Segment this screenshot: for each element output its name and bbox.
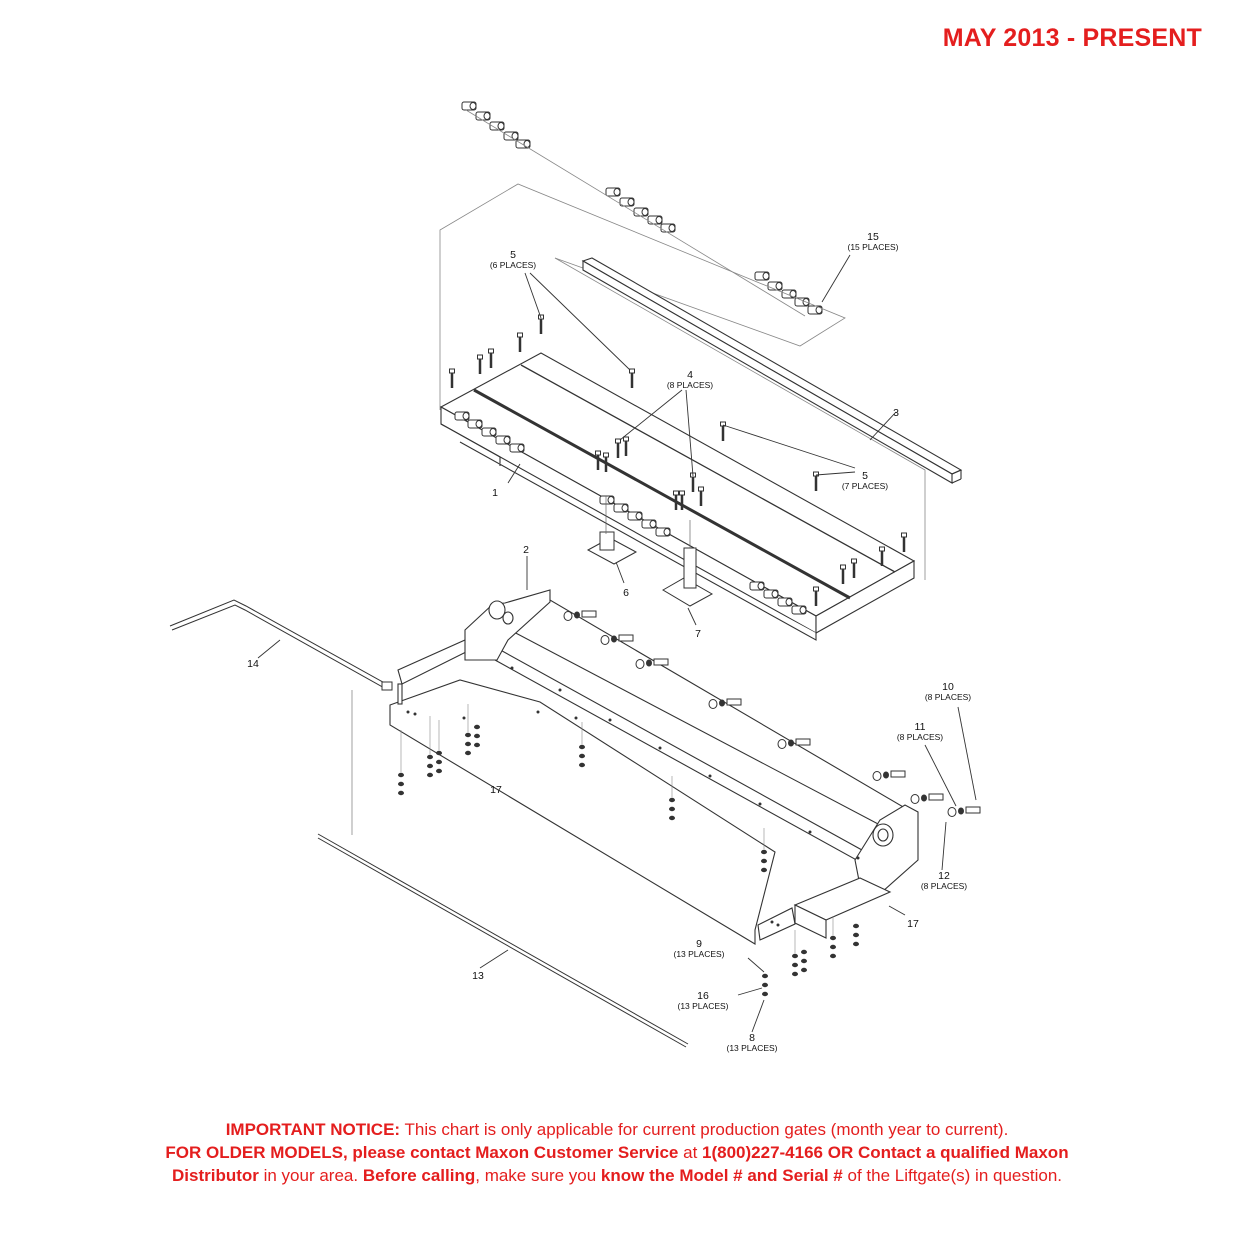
callout-qty: (8 PLACES): [667, 380, 713, 390]
callout-qty: (6 PLACES): [490, 260, 536, 270]
date-range-heading: MAY 2013 - PRESENT: [942, 24, 1202, 52]
callout-qty: (13 PLACES): [726, 1043, 777, 1053]
callout-qty: (8 PLACES): [925, 692, 971, 702]
callout-num: 12: [938, 870, 950, 882]
callout-labels: 5 (6 PLACES) 15 (15 PLACES) 4 (8 PLACES)…: [247, 231, 971, 1053]
notice-older-models: FOR OLDER MODELS, please contact Maxon C…: [165, 1143, 679, 1162]
callout-num: 4: [687, 369, 693, 381]
long-rod: [317, 833, 689, 1048]
side-bar: [581, 257, 963, 484]
leader-lines: [257, 254, 977, 1033]
notice-line-3: Distributor in your area. Before calling…: [0, 1164, 1234, 1187]
notice-distributor: Distributor: [171, 1166, 259, 1185]
notice-line-2: FOR OLDER MODELS, please contact Maxon C…: [0, 1141, 1234, 1164]
callout-num: 5: [862, 470, 868, 482]
callout-qty: (13 PLACES): [673, 949, 724, 959]
notice-text: , make sure you: [475, 1166, 601, 1185]
callout-num: 16: [697, 990, 709, 1002]
callout-num: 17: [490, 784, 502, 796]
callout-num: 13: [472, 970, 484, 982]
callout-num: 8: [749, 1032, 755, 1044]
callout-qty: (15 PLACES): [847, 242, 898, 252]
notice-text: This chart is only applicable for curren…: [400, 1120, 1009, 1139]
callout-num: 1: [492, 487, 498, 499]
frame-stems: [400, 704, 834, 953]
callout-num: 15: [867, 231, 879, 243]
callout-num: 10: [942, 681, 954, 693]
callout-qty: (13 PLACES): [677, 1001, 728, 1011]
notice-text: of the Liftgate(s) in question.: [842, 1166, 1063, 1185]
callout-qty: (8 PLACES): [921, 881, 967, 891]
callout-num: 11: [915, 721, 926, 733]
callout-num: 5: [510, 249, 516, 261]
callout-num: 7: [695, 628, 701, 640]
callout-qty: (8 PLACES): [897, 732, 943, 742]
callout-num: 2: [523, 544, 529, 556]
brackets: [586, 496, 714, 607]
notice-model-serial: know the Model # and Serial #: [600, 1166, 843, 1185]
notice-line-1: IMPORTANT NOTICE: This chart is only app…: [0, 1118, 1234, 1141]
important-notice: IMPORTANT NOTICE: This chart is only app…: [0, 1118, 1234, 1187]
notice-before-calling: Before calling: [362, 1166, 476, 1185]
notice-heading: IMPORTANT NOTICE:: [225, 1120, 401, 1139]
notice-text: in your area.: [258, 1166, 363, 1185]
hinge-blocks: [461, 101, 823, 315]
callout-num: 9: [696, 938, 702, 950]
notice-text: at: [678, 1143, 703, 1162]
callout-num: 6: [623, 587, 629, 599]
frame-holes: [406, 666, 860, 927]
callout-num: 3: [893, 407, 899, 419]
notice-phone: 1(800)227-4166 OR Contact a qualified Ma…: [702, 1143, 1069, 1162]
bent-rod: [169, 599, 393, 691]
main-frame: [389, 589, 919, 945]
callout-num: 14: [247, 658, 259, 670]
callout-qty: (7 PLACES): [842, 481, 888, 491]
callout-num: 17: [907, 918, 919, 930]
phantom-lines: [351, 109, 926, 835]
